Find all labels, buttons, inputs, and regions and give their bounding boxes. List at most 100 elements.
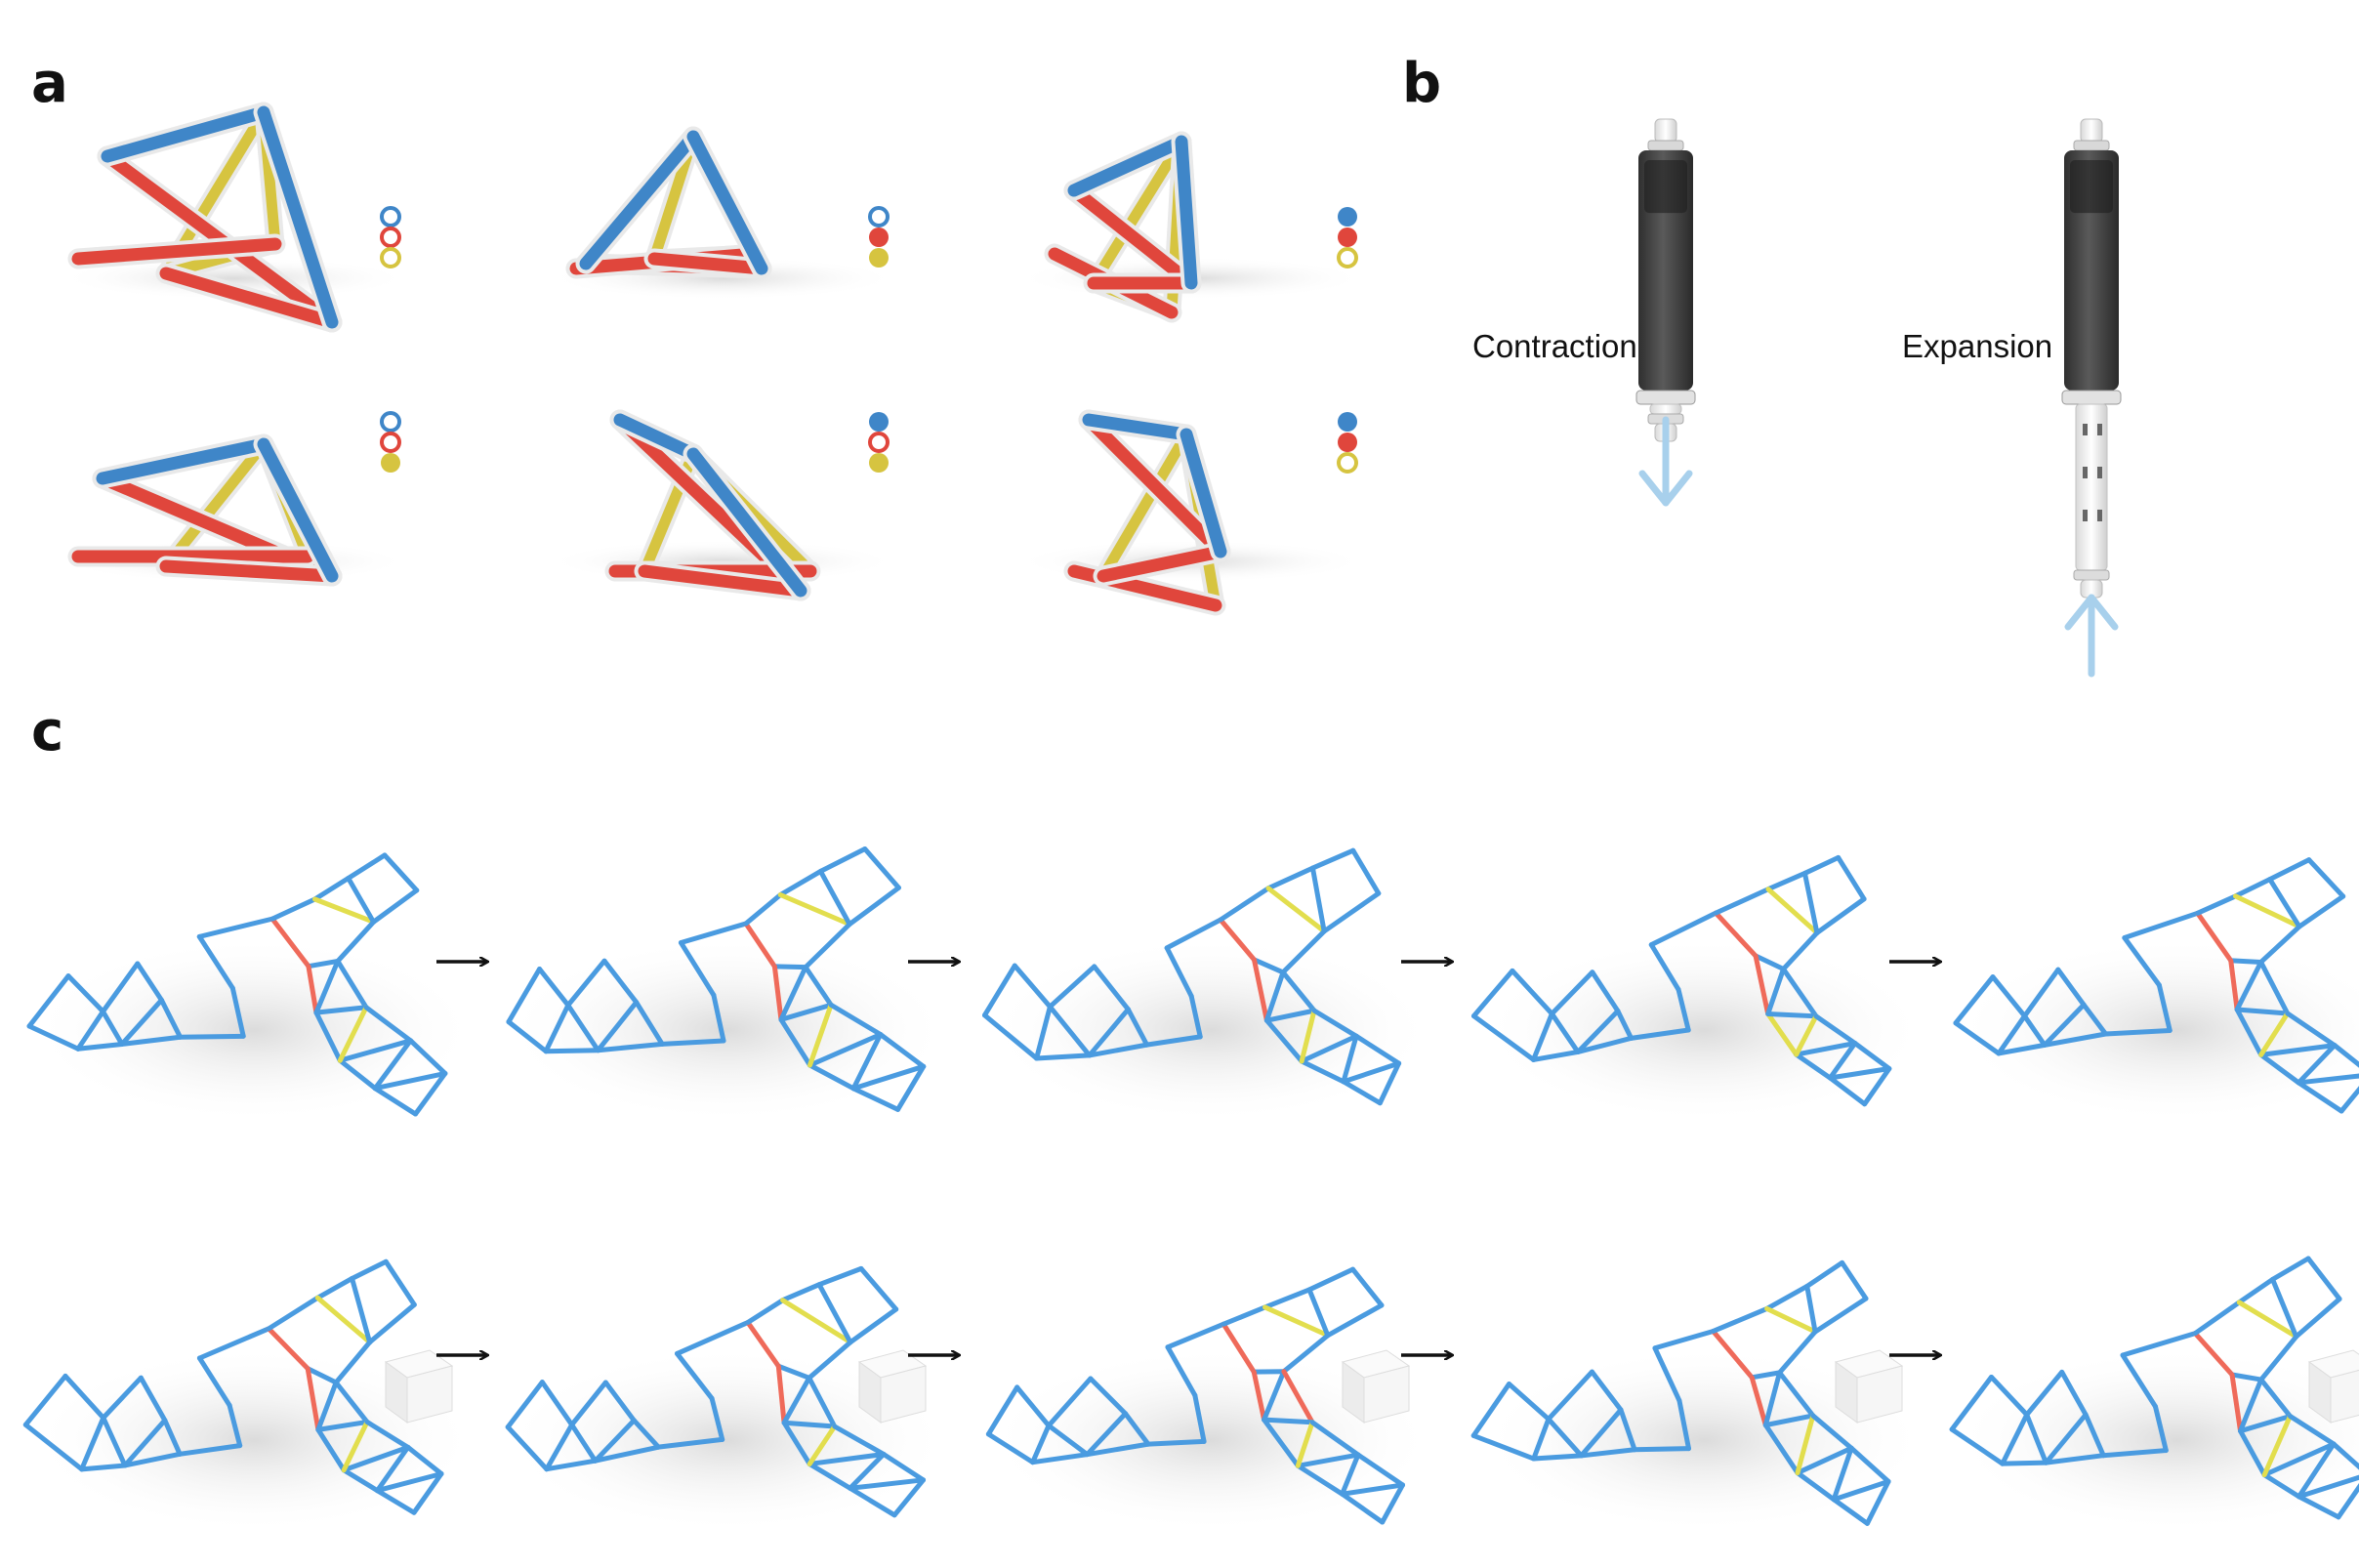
legend-dot-red-open bbox=[868, 432, 890, 453]
truss-member bbox=[1030, 1423, 1052, 1465]
truss-member bbox=[2238, 1428, 2267, 1478]
strut-blue bbox=[257, 437, 339, 583]
truss-member bbox=[374, 1444, 411, 1494]
truss-member bbox=[1575, 1008, 1621, 1054]
truss-member bbox=[315, 1426, 347, 1473]
truss-member bbox=[1862, 1066, 1892, 1107]
truss-member bbox=[269, 916, 311, 970]
truss-member bbox=[2000, 1460, 2049, 1466]
truss-member bbox=[1546, 1416, 1584, 1459]
truss-member bbox=[305, 1366, 321, 1432]
truss-member bbox=[1311, 1008, 1359, 1039]
truss-member bbox=[569, 1380, 608, 1427]
truss-member bbox=[2296, 1080, 2344, 1114]
truss-member bbox=[313, 1005, 369, 1015]
truss-member bbox=[602, 1380, 637, 1424]
truss-member bbox=[1295, 1452, 1361, 1468]
truss-member bbox=[1281, 1369, 1315, 1425]
truss-member bbox=[122, 1451, 183, 1468]
truss-member bbox=[2156, 982, 2173, 1033]
truss-member bbox=[313, 1010, 343, 1063]
truss-member bbox=[1088, 1376, 1129, 1417]
truss-member bbox=[383, 1259, 417, 1307]
tetrahedron-4 bbox=[59, 411, 410, 587]
truss-member bbox=[1299, 1058, 1346, 1085]
truss-member bbox=[1280, 928, 1327, 975]
truss-shadow bbox=[29, 937, 478, 1123]
truss-member bbox=[1281, 1333, 1331, 1375]
truss-member bbox=[981, 963, 1017, 1018]
truss-member bbox=[2195, 910, 2234, 964]
truss-member bbox=[1990, 974, 2028, 1019]
truss-frame-row1-4 bbox=[1470, 854, 1928, 1123]
truss-member bbox=[601, 958, 640, 1006]
strut-yellow bbox=[1088, 136, 1187, 289]
truss-member bbox=[2267, 877, 2302, 929]
truss-member bbox=[780, 1298, 853, 1345]
strut-blue bbox=[686, 130, 768, 275]
truss-member bbox=[2336, 1482, 2359, 1520]
truss-member bbox=[1762, 1413, 1816, 1428]
strut-blue bbox=[579, 130, 700, 270]
truss-member bbox=[593, 1418, 637, 1464]
truss-member bbox=[807, 1002, 834, 1068]
truss-member bbox=[1309, 865, 1327, 934]
strut-red bbox=[159, 267, 339, 329]
truss-member bbox=[2042, 1002, 2087, 1048]
truss-member bbox=[891, 1477, 927, 1518]
top-flange bbox=[1647, 140, 1684, 151]
rod-slot bbox=[2097, 510, 2102, 521]
truss-member bbox=[1341, 1079, 1383, 1106]
strut-blue bbox=[257, 105, 339, 329]
truss-member bbox=[1831, 1445, 1854, 1503]
truss-member bbox=[1711, 1328, 1755, 1381]
truss-member bbox=[1030, 1452, 1090, 1465]
truss-frame-row1-3 bbox=[981, 847, 1435, 1123]
truss-member bbox=[1340, 1482, 1406, 1497]
truss-member bbox=[1309, 847, 1356, 871]
legend-dot-blue-filled bbox=[869, 412, 889, 432]
truss-member bbox=[803, 922, 852, 970]
truss-member bbox=[138, 1375, 168, 1424]
truss-member bbox=[2305, 1256, 2342, 1301]
truss-member bbox=[778, 1002, 834, 1022]
truss-member bbox=[2236, 1300, 2299, 1340]
truss-member bbox=[2258, 1011, 2291, 1057]
truss-member bbox=[1765, 1011, 1800, 1057]
expansion-label: Expansion bbox=[1902, 328, 2053, 364]
strut-blue bbox=[101, 105, 270, 163]
truss-member bbox=[372, 1038, 413, 1092]
truss-member bbox=[306, 958, 341, 970]
truss-member bbox=[862, 846, 901, 890]
truss-member bbox=[743, 921, 777, 970]
truss-member bbox=[1801, 870, 1820, 935]
truss-member bbox=[743, 892, 783, 927]
strut-yellow bbox=[160, 438, 269, 572]
truss-member bbox=[1306, 1266, 1356, 1293]
truss-member bbox=[807, 1424, 838, 1466]
truss-member bbox=[101, 1375, 144, 1421]
truss-member bbox=[75, 1041, 125, 1052]
truss-member bbox=[543, 1048, 600, 1054]
truss-member bbox=[1265, 865, 1315, 891]
arrow-head bbox=[2064, 594, 2119, 631]
truss-member bbox=[2258, 1043, 2338, 1057]
truss-member bbox=[1263, 1017, 1304, 1064]
truss-member bbox=[350, 1275, 373, 1345]
truss-member bbox=[100, 1009, 125, 1047]
truss-member bbox=[266, 1295, 320, 1332]
truss-member bbox=[1794, 1040, 1858, 1057]
truss-member bbox=[1251, 957, 1269, 1023]
truss-member bbox=[1578, 1447, 1637, 1459]
truss-member bbox=[1470, 1432, 1537, 1462]
legend-dot-yellow-open bbox=[1337, 452, 1358, 474]
truss-member bbox=[1084, 1411, 1129, 1458]
truss-member bbox=[850, 1063, 927, 1092]
truss-member bbox=[1753, 953, 1771, 1016]
truss-member bbox=[807, 1340, 853, 1381]
legend-dot-blue-open bbox=[380, 206, 401, 227]
contraction-arrow bbox=[1638, 416, 1693, 507]
truss-member bbox=[305, 1366, 339, 1385]
truss-member bbox=[333, 1340, 373, 1385]
truss-member bbox=[2022, 967, 2061, 1019]
